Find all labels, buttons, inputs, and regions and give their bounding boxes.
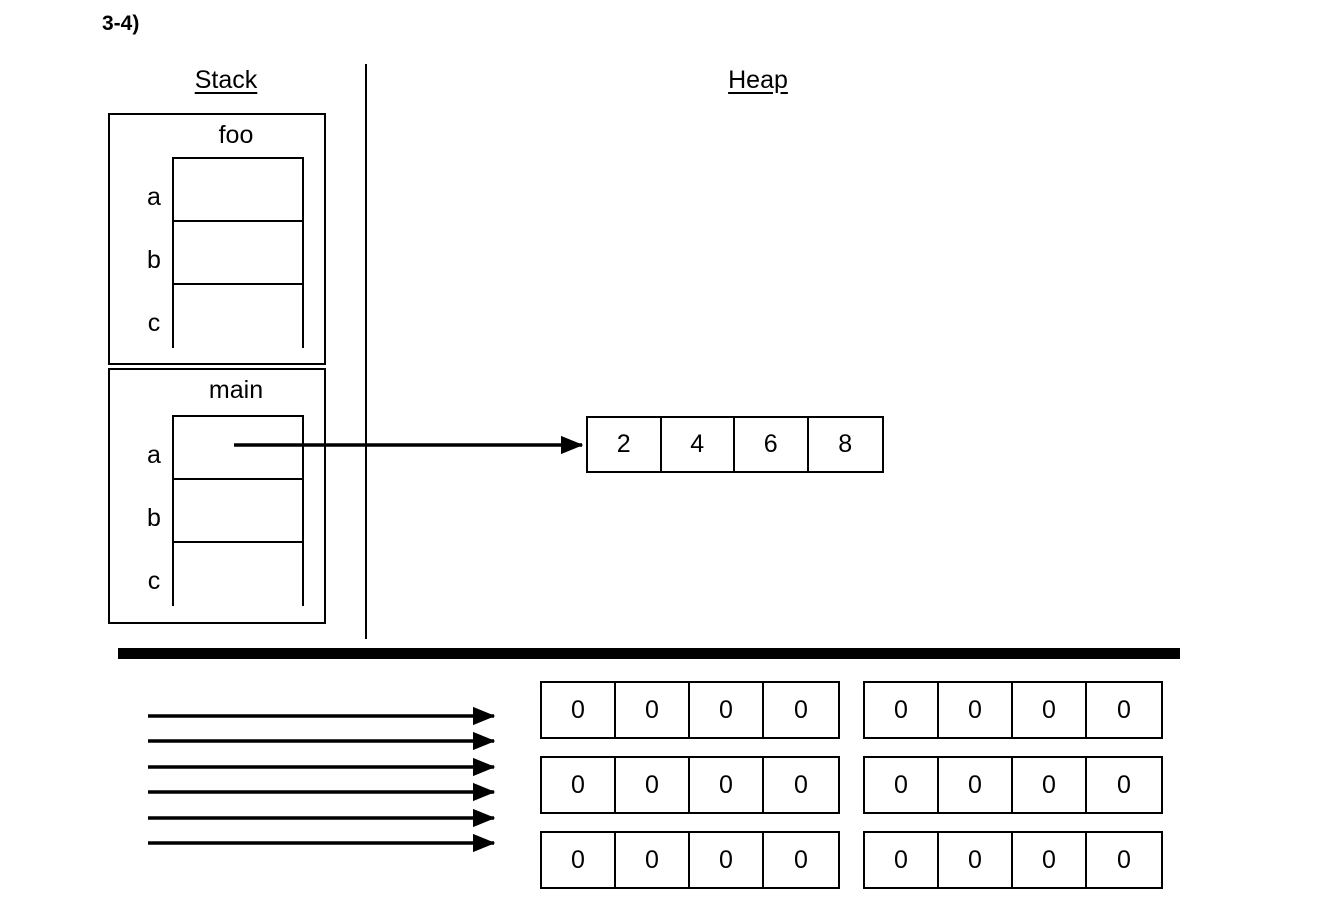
heap-heading: Heap bbox=[728, 66, 788, 94]
blank-array-5: 0 0 0 0 bbox=[863, 756, 1163, 814]
blank-array-cell[interactable]: 0 bbox=[690, 758, 764, 812]
section-separator-bar bbox=[118, 648, 1180, 659]
blank-array-cell[interactable]: 0 bbox=[616, 758, 690, 812]
blank-array-6: 0 0 0 0 bbox=[863, 831, 1163, 889]
blank-array-cell[interactable]: 0 bbox=[764, 683, 838, 737]
blank-array-cell[interactable]: 0 bbox=[1087, 833, 1161, 887]
blank-array-cell[interactable]: 0 bbox=[616, 833, 690, 887]
blank-array-cell[interactable]: 0 bbox=[1087, 758, 1161, 812]
blank-array-cell[interactable]: 0 bbox=[542, 833, 616, 887]
heap-array-cell[interactable]: 4 bbox=[661, 418, 735, 471]
blank-array-cell[interactable]: 0 bbox=[939, 758, 1013, 812]
stack-frame-foo-slots bbox=[172, 157, 304, 348]
blank-array-cell[interactable]: 0 bbox=[1013, 758, 1087, 812]
blank-array-cell[interactable]: 0 bbox=[865, 683, 939, 737]
question-label: 3-4) bbox=[102, 12, 140, 35]
blank-array-2: 0 0 0 0 bbox=[540, 756, 840, 814]
heap-array-main-a: 2 4 6 8 bbox=[586, 416, 884, 473]
stack-slot-main-a[interactable] bbox=[174, 417, 302, 480]
blank-array-cell[interactable]: 0 bbox=[542, 758, 616, 812]
stack-frame-main-var-b: b bbox=[147, 504, 161, 532]
blank-array-cell[interactable]: 0 bbox=[865, 833, 939, 887]
stack-slot-foo-b[interactable] bbox=[174, 222, 302, 285]
stack-frame-main-slots bbox=[172, 415, 304, 606]
stack-frame-main: main a b c bbox=[108, 368, 326, 624]
stack-heading: Stack bbox=[194, 66, 258, 94]
stack-heap-divider bbox=[365, 64, 367, 639]
stack-frame-main-title: main bbox=[208, 376, 264, 404]
heap-array-cell[interactable]: 2 bbox=[588, 418, 662, 471]
blank-array-cell[interactable]: 0 bbox=[865, 758, 939, 812]
heap-array-cell[interactable]: 8 bbox=[808, 418, 882, 471]
blank-array-cell[interactable]: 0 bbox=[1013, 833, 1087, 887]
blank-array-4: 0 0 0 0 bbox=[863, 681, 1163, 739]
stack-frame-main-var-a: a bbox=[147, 441, 161, 469]
stack-frame-foo: foo a b c bbox=[108, 113, 326, 365]
stack-frame-foo-title: foo bbox=[218, 121, 254, 149]
stack-slot-foo-c[interactable] bbox=[174, 285, 302, 348]
blank-array-cell[interactable]: 0 bbox=[542, 683, 616, 737]
blank-array-cell[interactable]: 0 bbox=[1013, 683, 1087, 737]
blank-array-3: 0 0 0 0 bbox=[540, 831, 840, 889]
blank-array-cell[interactable]: 0 bbox=[764, 758, 838, 812]
stack-frame-foo-var-a: a bbox=[147, 183, 161, 211]
stack-slot-main-c[interactable] bbox=[174, 543, 302, 606]
stack-frame-foo-var-c: c bbox=[147, 309, 161, 337]
stack-slot-main-b[interactable] bbox=[174, 480, 302, 543]
stack-slot-foo-a[interactable] bbox=[174, 159, 302, 222]
heap-array-cell[interactable]: 6 bbox=[735, 418, 809, 471]
blank-array-cell[interactable]: 0 bbox=[690, 833, 764, 887]
blank-array-cell[interactable]: 0 bbox=[690, 683, 764, 737]
blank-array-cell[interactable]: 0 bbox=[939, 683, 1013, 737]
blank-array-cell[interactable]: 0 bbox=[616, 683, 690, 737]
blank-array-cell[interactable]: 0 bbox=[1087, 683, 1161, 737]
blank-array-1: 0 0 0 0 bbox=[540, 681, 840, 739]
stack-frame-main-var-c: c bbox=[147, 567, 161, 595]
blank-array-cell[interactable]: 0 bbox=[764, 833, 838, 887]
blank-array-cell[interactable]: 0 bbox=[939, 833, 1013, 887]
stack-frame-foo-var-b: b bbox=[147, 246, 161, 274]
